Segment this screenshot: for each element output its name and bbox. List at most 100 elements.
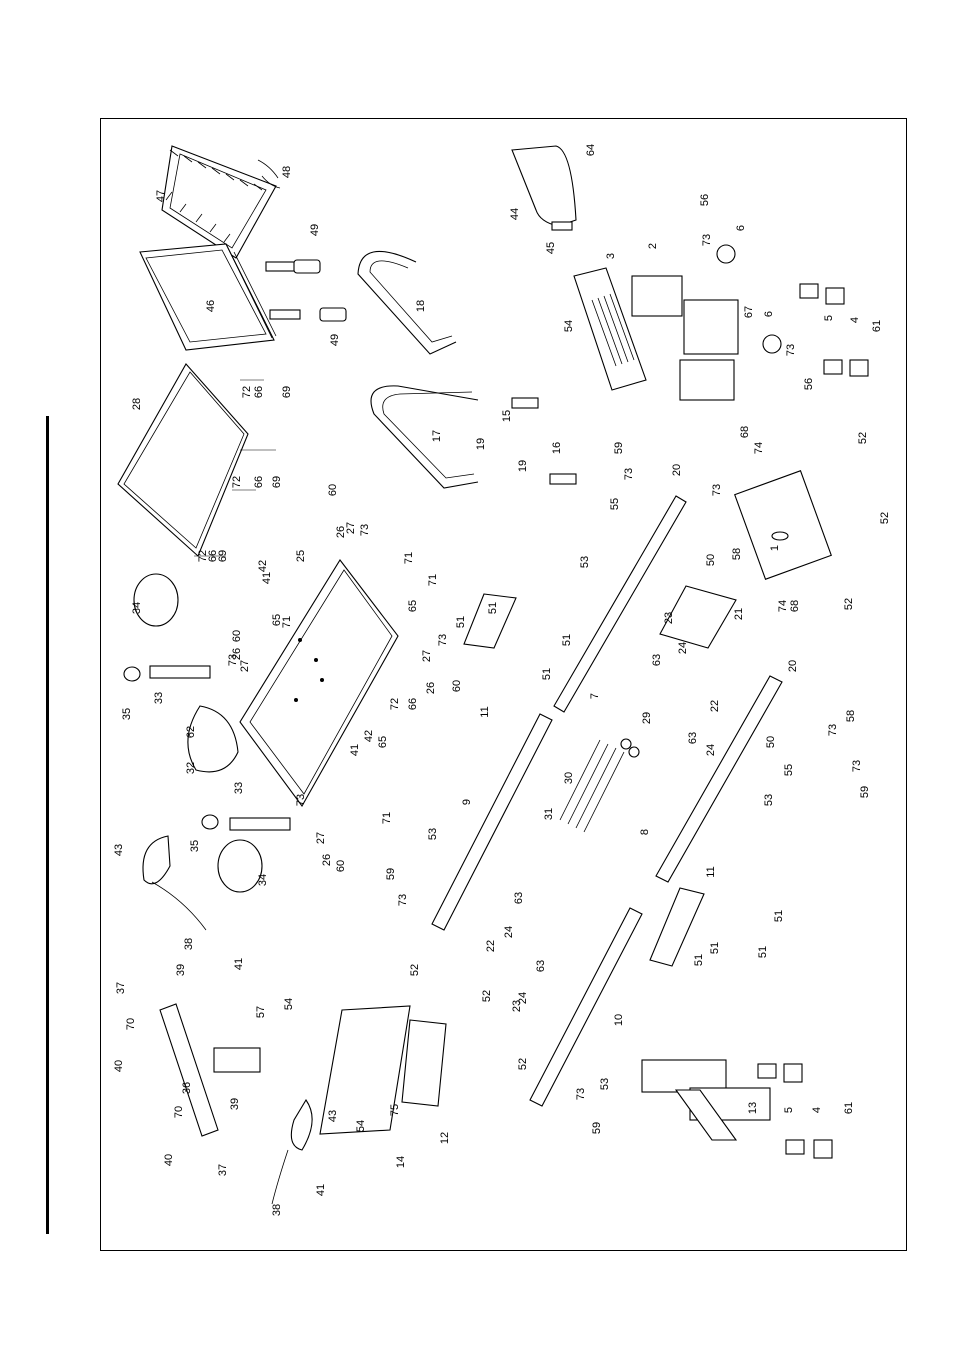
- part-number-5-callout-2: 5: [783, 1107, 795, 1113]
- part-seat-cushion: [117, 363, 276, 557]
- part-number-6-callout-1: 6: [735, 225, 747, 231]
- part-number-41-callout-1: 41: [233, 958, 245, 970]
- part-number-47-callout-1: 47: [155, 190, 167, 202]
- part-number-65-callout-2: 65: [407, 600, 419, 612]
- part-number-73-callout-4: 73: [711, 484, 723, 496]
- part-front-stabilizer-13: [641, 1059, 833, 1159]
- part-number-41-callout-3: 41: [261, 572, 273, 584]
- part-number-73-callout-7: 73: [437, 634, 449, 646]
- part-number-41-callout-4: 41: [349, 744, 361, 756]
- part-rail-8: [655, 675, 783, 883]
- part-number-44-callout-1: 44: [509, 208, 521, 220]
- part-number-19-callout-1: 19: [475, 438, 487, 450]
- part-number-73-callout-12: 73: [851, 760, 863, 772]
- part-strap-43a: [142, 835, 207, 931]
- part-number-7-callout-1: 7: [589, 693, 601, 699]
- part-number-66-callout-4: 66: [407, 698, 419, 710]
- part-number-51-callout-7: 51: [773, 910, 785, 922]
- part-number-40-callout-2: 40: [163, 1154, 175, 1166]
- part-number-27-callout-2: 27: [421, 650, 433, 662]
- part-number-52-callout-6: 52: [517, 1058, 529, 1070]
- part-number-71-callout-4: 71: [381, 812, 393, 824]
- part-number-52-callout-3: 52: [843, 598, 855, 610]
- part-post-insert: [213, 1047, 261, 1073]
- part-number-22-callout-2: 22: [485, 940, 497, 952]
- part-number-45-callout-1: 45: [545, 242, 557, 254]
- part-number-24-callout-2: 24: [705, 744, 717, 756]
- part-number-26-callout-4: 26: [321, 854, 333, 866]
- part-upright-36: [159, 1003, 219, 1137]
- part-number-52-callout-1: 52: [857, 432, 869, 444]
- part-number-8-callout-1: 8: [639, 829, 651, 835]
- part-number-42-callout-2: 42: [363, 730, 375, 742]
- part-number-1-callout-1: 1: [769, 545, 781, 551]
- part-number-52-callout-5: 52: [481, 990, 493, 1002]
- part-number-31-callout-1: 31: [543, 808, 555, 820]
- part-number-14-callout-1: 14: [395, 1156, 407, 1168]
- part-number-38-callout-2: 38: [271, 1204, 283, 1216]
- part-number-63-callout-3: 63: [513, 892, 525, 904]
- part-number-35-callout-2: 35: [189, 840, 201, 852]
- part-number-54-callout-3: 54: [355, 1120, 367, 1132]
- part-number-59-callout-3: 59: [859, 786, 871, 798]
- part-rail-7: [553, 495, 687, 713]
- part-number-29-callout-1: 29: [641, 712, 653, 724]
- part-number-59-callout-4: 59: [591, 1122, 603, 1134]
- part-number-66-callout-1: 66: [253, 386, 265, 398]
- part-number-24-callout-4: 24: [517, 992, 529, 1004]
- part-number-58-callout-1: 58: [731, 548, 743, 560]
- part-number-53-callout-2: 53: [427, 828, 439, 840]
- part-number-27-callout-3: 27: [345, 522, 357, 534]
- part-number-72-callout-2: 72: [231, 476, 243, 488]
- part-number-26-callout-3: 26: [335, 526, 347, 538]
- part-number-36-callout-1: 36: [181, 1082, 193, 1094]
- part-number-73-callout-10: 73: [827, 724, 839, 736]
- part-number-65-callout-3: 65: [377, 736, 389, 748]
- part-roller-34a: [133, 573, 179, 627]
- part-folding-frame: [139, 243, 347, 351]
- part-number-22-callout-1: 22: [709, 700, 721, 712]
- part-number-60-callout-1: 60: [327, 484, 339, 496]
- part-number-61-callout-2: 61: [843, 1102, 855, 1114]
- part-number-63-callout-2: 63: [687, 732, 699, 744]
- part-number-26-callout-2: 26: [425, 682, 437, 694]
- part-number-70-callout-1: 70: [125, 1018, 137, 1030]
- part-backrest-pad: [511, 145, 577, 231]
- part-number-50-callout-2: 50: [765, 736, 777, 748]
- part-roller-34b: [217, 839, 263, 893]
- part-number-57-callout-1: 57: [255, 1006, 267, 1018]
- part-number-4-callout-1: 4: [849, 317, 861, 323]
- part-number-63-callout-1: 63: [651, 654, 663, 666]
- part-seat: [187, 705, 239, 773]
- part-number-74-callout-2: 74: [777, 600, 789, 612]
- part-number-73-callout-8: 73: [295, 794, 307, 806]
- part-number-61-callout-1: 61: [871, 320, 883, 332]
- part-number-10-callout-1: 10: [613, 1014, 625, 1026]
- part-number-55-callout-1: 55: [609, 498, 621, 510]
- part-number-54-callout-2: 54: [283, 998, 295, 1010]
- part-number-17-callout-1: 17: [431, 430, 443, 442]
- part-number-73-callout-3: 73: [623, 468, 635, 480]
- part-number-30-callout-1: 30: [563, 772, 575, 784]
- part-number-60-callout-4: 60: [335, 860, 347, 872]
- part-number-65-callout-1: 65: [271, 614, 283, 626]
- part-number-4-callout-2: 4: [811, 1107, 823, 1113]
- part-number-56-callout-1: 56: [699, 194, 711, 206]
- part-number-71-callout-2: 71: [427, 574, 439, 586]
- part-number-68-callout-1: 68: [739, 426, 751, 438]
- part-bracket-11a: [463, 593, 517, 649]
- part-number-23-callout-2: 23: [511, 1000, 523, 1012]
- part-trampoline-mat: [161, 145, 281, 259]
- part-number-12-callout-1: 12: [439, 1132, 451, 1144]
- part-number-39-callout-1: 39: [175, 964, 187, 976]
- part-number-71-callout-3: 71: [281, 616, 293, 628]
- part-number-13-callout-1: 13: [747, 1102, 759, 1114]
- part-number-6-callout-2: 6: [763, 311, 775, 317]
- part-strap-43b: [271, 1098, 313, 1205]
- part-number-73-callout-1: 73: [701, 234, 713, 246]
- part-number-5-callout-1: 5: [823, 315, 835, 321]
- part-number-72-callout-4: 72: [389, 698, 401, 710]
- part-number-52-callout-4: 52: [409, 964, 421, 976]
